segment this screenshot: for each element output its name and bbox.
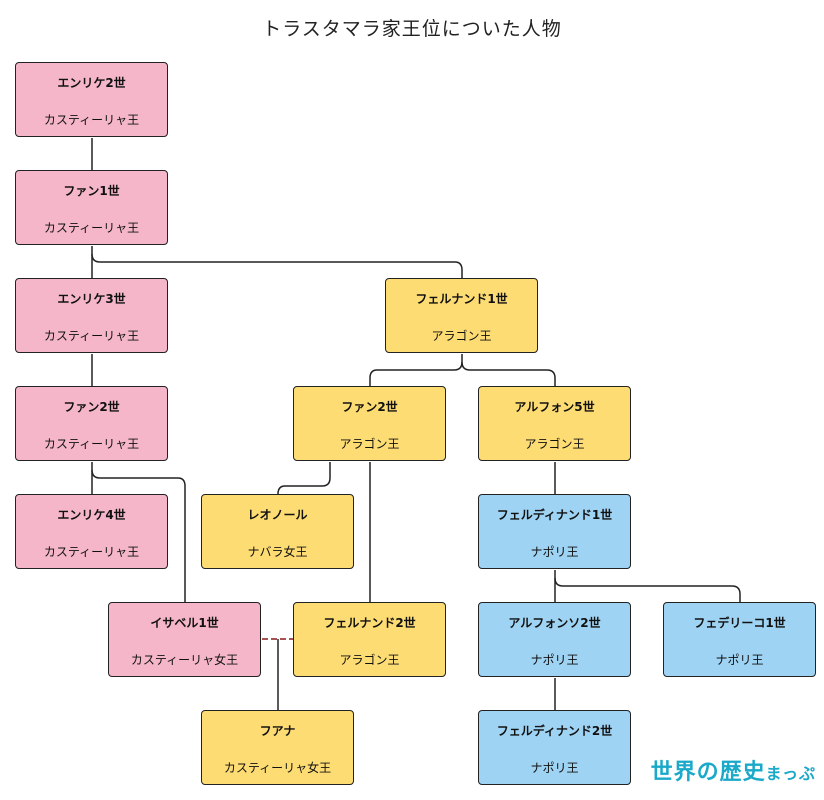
node-fernando2: フェルナンド2世 アラゴン王 (293, 602, 446, 677)
node-role: ナポリ王 (715, 653, 764, 667)
node-role: アラゴン王 (524, 437, 585, 451)
node-name: ファン2世 (341, 400, 398, 414)
node-juana: フアナ カスティーリャ女王 (201, 710, 354, 785)
node-name: フェルナンド2世 (323, 616, 416, 630)
node-name: アルフォンソ2世 (508, 616, 601, 630)
node-juan1: ファン1世 カスティーリャ王 (15, 170, 168, 245)
node-role: カスティーリャ王 (43, 113, 140, 127)
node-name: エンリケ3世 (57, 292, 126, 306)
node-name: フェルナンド1世 (415, 292, 508, 306)
node-name: エンリケ4世 (57, 508, 126, 522)
line-fernando1-juan2 (369, 354, 463, 386)
node-ferdinando2: フェルディナンド2世 ナポリ王 (478, 710, 631, 785)
node-alfonso5: アルフォン5世 アラゴン王 (478, 386, 631, 461)
node-name: イサベル1世 (150, 616, 219, 630)
node-role: カスティーリャ王 (43, 329, 140, 343)
node-name: レオノール (247, 508, 308, 522)
node-alfonso2: アルフォンソ2世 ナポリ王 (478, 602, 631, 677)
node-juan2-castile: ファン2世 カスティーリャ王 (15, 386, 168, 461)
logo-part-3: まっぷ (765, 764, 816, 783)
line-ferdinando1-federico1 (554, 577, 741, 602)
node-role: カスティーリャ女王 (223, 761, 332, 775)
site-logo: 世界の歴史まっぷ (651, 754, 816, 786)
line-juan1-fernando1 (91, 253, 463, 278)
node-role: アラゴン王 (431, 329, 492, 343)
node-role: ナバラ女王 (247, 545, 308, 559)
node-name: フェルディナンド2世 (496, 724, 613, 738)
node-name: フェルディナンド1世 (496, 508, 613, 522)
node-leonor: レオノール ナバラ女王 (201, 494, 354, 569)
node-enrique2: エンリケ2世 カスティーリャ王 (15, 62, 168, 137)
node-name: ファン2世 (63, 400, 120, 414)
node-enrique3: エンリケ3世 カスティーリャ王 (15, 278, 168, 353)
node-role: ナポリ王 (530, 761, 579, 775)
node-role: ナポリ王 (530, 545, 579, 559)
node-role: アラゴン王 (339, 437, 400, 451)
page-title: トラスタマラ家王位についた人物 (262, 18, 562, 40)
node-juan2-aragon: ファン2世 アラゴン王 (293, 386, 446, 461)
line-juan2-leonor (277, 462, 331, 495)
node-isabel1: イサベル1世 カスティーリャ女王 (108, 602, 261, 677)
node-enrique4: エンリケ4世 カスティーリャ王 (15, 494, 168, 569)
node-role: アラゴン王 (339, 653, 400, 667)
line-fernando1-alfonso5 (461, 361, 556, 386)
node-name: エンリケ2世 (57, 76, 126, 90)
node-name: フアナ (259, 724, 296, 738)
node-role: カスティーリャ王 (43, 221, 140, 235)
node-name: ファン1世 (63, 184, 120, 198)
node-name: アルフォン5世 (514, 400, 595, 414)
node-federico1: フェデリーコ1世 ナポリ王 (663, 602, 816, 677)
node-role: カスティーリャ王 (43, 437, 140, 451)
node-role: ナポリ王 (530, 653, 579, 667)
node-role: カスティーリャ王 (43, 545, 140, 559)
node-ferdinando1: フェルディナンド1世 ナポリ王 (478, 494, 631, 569)
line-juan2-isabel1 (91, 469, 186, 602)
node-role: カスティーリャ女王 (130, 653, 239, 667)
node-name: フェデリーコ1世 (693, 616, 786, 630)
node-fernando1: フェルナンド1世 アラゴン王 (385, 278, 538, 353)
logo-part-2: の歴史 (696, 760, 766, 785)
logo-part-1: 世界 (650, 760, 697, 785)
